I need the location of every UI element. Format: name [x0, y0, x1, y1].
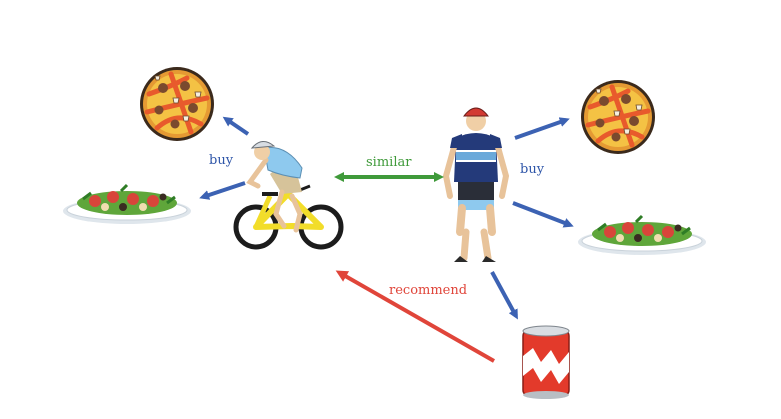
buy-arrow-to-pizza-left	[222, 116, 250, 136]
buy-arrow-to-salad-right	[512, 201, 574, 228]
salad-left-icon	[63, 183, 191, 224]
buy-arrow-to-can	[490, 271, 518, 320]
buy-arrow-to-pizza-right	[514, 117, 570, 140]
similar-label: similar	[366, 155, 412, 170]
recommend-arrow	[335, 270, 495, 363]
recommend-label: recommend	[389, 283, 468, 298]
cyclist-standing-icon	[442, 107, 510, 262]
buy-label-right: buy	[520, 162, 545, 177]
salad-right-icon	[578, 214, 706, 255]
pizza-right-icon	[581, 80, 655, 154]
cyclist-on-bike-icon	[233, 141, 344, 250]
buy-label-left: buy	[209, 153, 234, 168]
buy-arrow-to-salad-left	[199, 181, 246, 200]
soda-can-icon	[522, 325, 570, 399]
pizza-left-icon	[140, 67, 214, 141]
